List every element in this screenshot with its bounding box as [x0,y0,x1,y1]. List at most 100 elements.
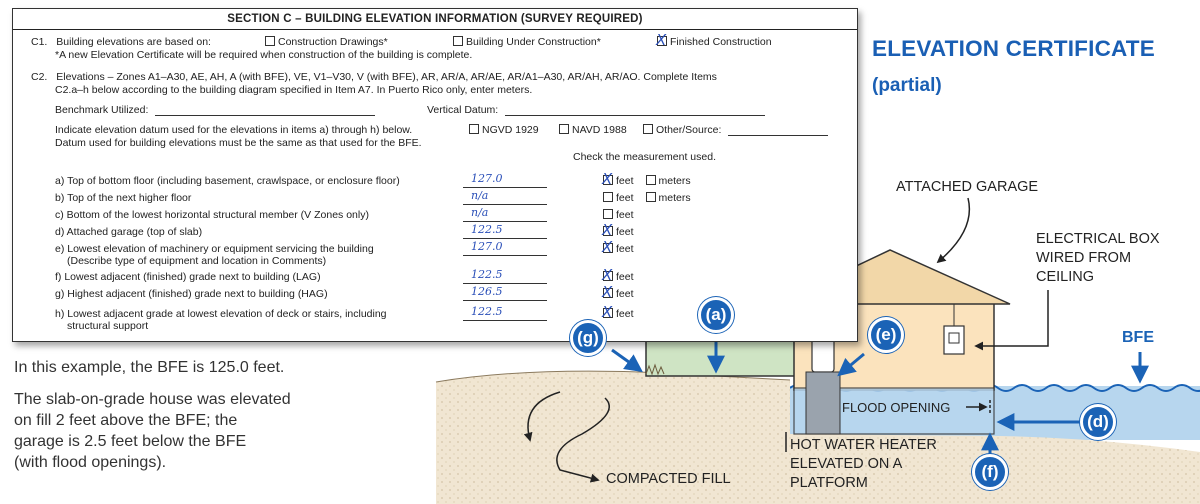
checkbox[interactable] [265,36,275,46]
datum-option-ngvd[interactable]: NGVD 1929 [469,124,539,136]
page-subtitle: (partial) [872,75,942,96]
elevation-value-input[interactable]: 127.0 [471,172,503,185]
elevation-value-input[interactable]: 122.5 [471,305,503,318]
unit-checkboxes: feet [602,283,646,301]
electrical-box [943,325,965,355]
elevation-item-label: c) Bottom of the lowest horizontal struc… [55,209,369,221]
heater-platform [805,371,841,435]
unit-checkbox-meters[interactable] [645,192,656,202]
other-source-input[interactable] [728,135,829,136]
c1-row: C1. Building elevations are based on: [31,36,211,48]
badge-d: (d) [1080,404,1116,440]
page-title: ELEVATION CERTIFICATE [872,36,1155,61]
label-attached-garage: ATTACHED GARAGE [896,179,1039,195]
c1-option-finished-construction[interactable]: Finished Construction [656,31,772,49]
c2-line2: C2.a–h below according to the building d… [55,84,533,96]
badge-f: (f) [972,454,1008,490]
elevation-value-input[interactable]: 126.5 [471,285,503,298]
vertical-datum-field[interactable]: Vertical Datum: [427,104,766,116]
c1-number: C1. [31,36,48,48]
checkbox-checked[interactable] [656,31,667,49]
unit-label: feet [616,226,634,238]
c1-label: Building elevations are based on: [56,36,211,48]
benchmark-field[interactable]: Benchmark Utilized: [55,104,376,116]
benchmark-input[interactable] [155,115,376,116]
unit-checkbox-feet[interactable] [602,238,613,256]
unit-label: feet [616,243,634,255]
unit-checkbox-meters[interactable] [645,175,656,185]
label-compacted-fill: COMPACTED FILL [606,471,731,487]
elevation-value-input[interactable]: 122.5 [471,268,503,281]
checkbox[interactable] [453,36,463,46]
elevation-certificate-form: SECTION C – BUILDING ELEVATION INFORMATI… [12,8,858,342]
elevation-item-label: g) Highest adjacent (finished) grade nex… [55,288,328,300]
elevation-item-label: e) Lowest elevation of machinery or equi… [55,243,374,255]
label-electrical-box: ELECTRICAL BOX WIRED FROM CEILING [1036,231,1160,285]
vertical-datum-input[interactable] [505,115,766,116]
elevation-item-label: d) Attached garage (top of slab) [55,226,203,238]
value-underline [463,221,547,222]
unit-label: feet [616,308,634,320]
c2-line1: C2. Elevations – Zones A1–A30, AE, AH, A… [31,71,717,83]
c1-option-construction-drawings[interactable]: Construction Drawings* [265,36,388,48]
checkbox[interactable] [559,124,569,134]
section-title: SECTION C – BUILDING ELEVATION INFORMATI… [13,9,857,30]
description-line: garage is 2.5 feet below the BFE [14,433,247,450]
checkbox[interactable] [469,124,479,134]
description-line: (with flood openings). [14,454,167,471]
elevation-value-input[interactable]: n/a [471,189,489,202]
unit-checkbox-feet[interactable] [602,283,613,301]
datum-option-other[interactable]: Other/Source: [643,124,829,136]
unit-label: feet [616,209,634,221]
badge-e: (e) [868,317,904,353]
datum-note: Datum used for building elevations must … [55,137,422,149]
value-underline [463,283,547,284]
elevation-item-label: h) Lowest adjacent grade at lowest eleva… [55,308,387,320]
elevation-value-input[interactable]: 122.5 [471,223,503,236]
bfe-statement: In this example, the BFE is 125.0 feet. [14,359,285,376]
unit-label: feet [616,175,634,187]
unit-checkboxes: feet [602,303,646,321]
elevation-item-label: b) Top of the next higher floor [55,192,192,204]
label-flood-opening: FLOOD OPENING [842,400,951,415]
unit-checkbox-feet[interactable] [603,209,613,219]
label-hot-water-heater: HOT WATER HEATER ELEVATED ON A PLATFORM [790,437,937,491]
unit-checkboxes: feet [603,209,646,221]
checkbox[interactable] [643,124,653,134]
c1-option-under-construction[interactable]: Building Under Construction* [453,36,601,48]
unit-checkboxes: feet [602,266,646,284]
c1-note: *A new Elevation Certificate will be req… [55,49,473,61]
unit-checkboxes: feet meters [602,170,703,188]
unit-checkboxes: feet meters [603,192,703,204]
value-underline [463,187,547,188]
check-measurement-header: Check the measurement used. [573,151,716,163]
unit-checkbox-feet[interactable] [603,192,613,202]
unit-label: feet [616,271,634,283]
elevation-item-label-continued: structural support [67,320,149,332]
unit-checkbox-feet[interactable] [602,266,613,284]
unit-checkbox-feet[interactable] [602,221,613,239]
description-line: on fill 2 feet above the BFE; the [14,412,238,429]
elevation-item-label: f) Lowest adjacent (finished) grade next… [55,271,321,283]
datum-option-navd[interactable]: NAVD 1988 [559,124,627,136]
unit-label: feet [616,288,634,300]
value-underline [463,238,547,239]
value-underline [463,204,547,205]
label-bfe: BFE [1122,329,1154,346]
elevation-value-input[interactable]: n/a [471,206,489,219]
value-underline [463,320,547,321]
elevation-value-input[interactable]: 127.0 [471,240,503,253]
unit-checkbox-feet[interactable] [602,170,613,188]
unit-label: meters [658,175,691,187]
value-underline [463,300,547,301]
datum-line: Indicate elevation datum used for the el… [55,124,413,136]
value-underline [463,255,547,256]
elevation-item-label: a) Top of bottom floor (including baseme… [55,175,400,187]
unit-label: meters [658,192,691,204]
unit-checkboxes: feet [602,221,646,239]
unit-checkbox-feet[interactable] [602,303,613,321]
badge-g: (g) [570,320,606,356]
unit-label: feet [616,192,634,204]
unit-checkboxes: feet [602,238,646,256]
description-line: The slab-on-grade house was elevated [14,391,291,408]
